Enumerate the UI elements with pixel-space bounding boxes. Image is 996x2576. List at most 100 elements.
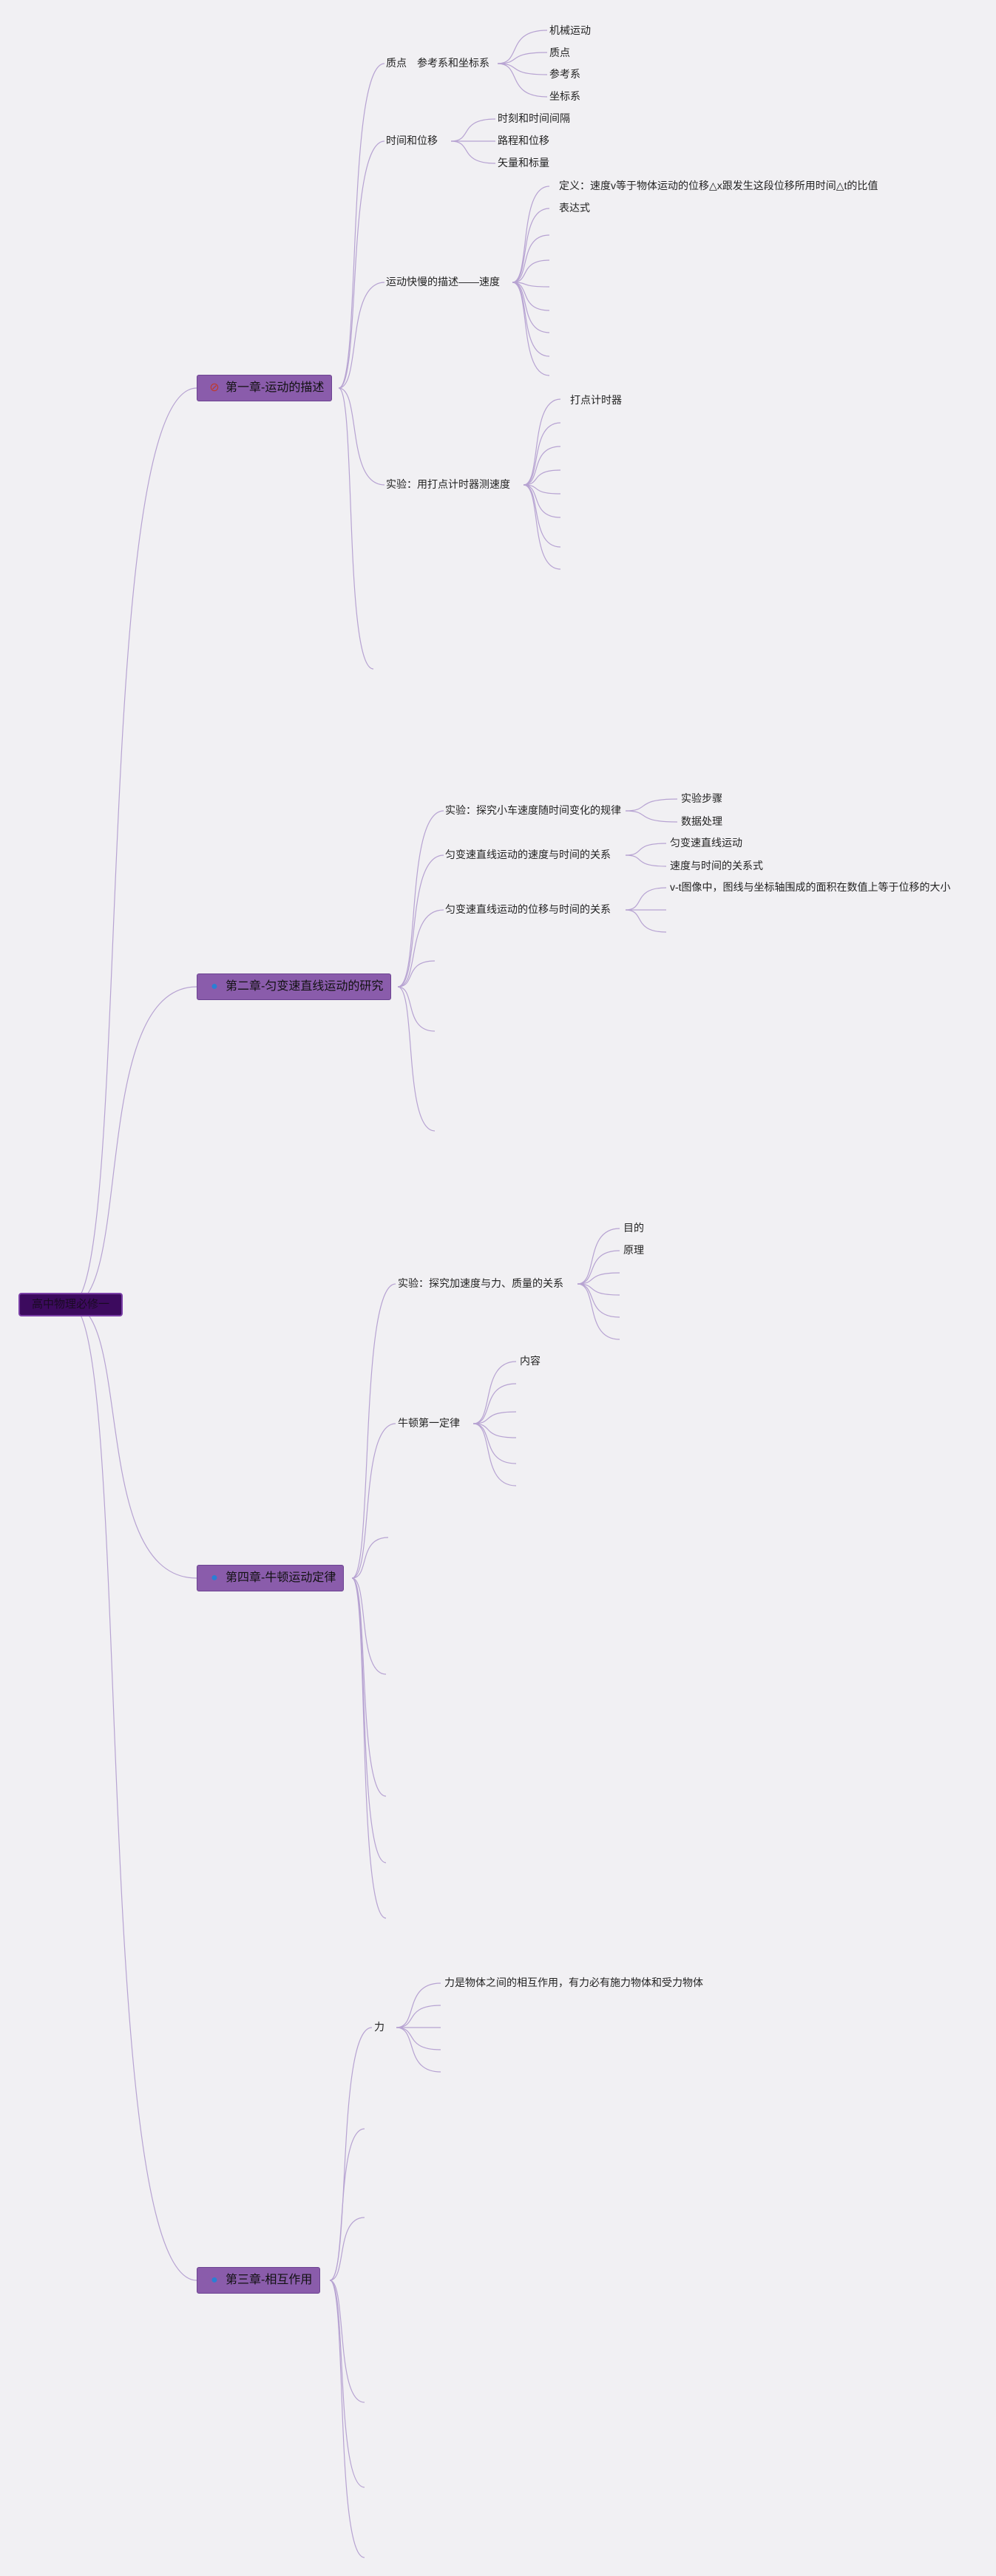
connector-line [512, 282, 550, 311]
connector-line [625, 887, 667, 911]
connector-line [70, 1304, 197, 1579]
topic-cart-experiment[interactable]: 实验：探究小车速度随时间变化的规律 [445, 804, 621, 816]
root-node[interactable]: 高中物理必修一 [18, 1293, 123, 1316]
connector-line [512, 234, 550, 283]
globe-icon: ● [211, 2274, 218, 2286]
connector-line [577, 1283, 620, 1296]
connector-line [497, 63, 548, 75]
leaf-path-displacement[interactable]: 路程和位移 [498, 135, 549, 146]
connector-line [512, 282, 550, 288]
connector-line [338, 387, 374, 670]
connector-line [625, 909, 667, 933]
leaf-principle[interactable]: 原理 [623, 1244, 644, 1256]
leaf-force-interaction[interactable]: 力是物体之间的相互作用，有力必有施力物体和受力物体 [444, 1977, 703, 1988]
connector-line [70, 1304, 197, 2281]
connector-line [329, 2128, 365, 2281]
topic-particle-reference[interactable]: 质点 参考系和坐标系 [386, 57, 489, 69]
connector-line [397, 986, 436, 1032]
connector-line [523, 398, 561, 486]
leaf-content[interactable]: 内容 [520, 1355, 541, 1367]
leaf-velocity-definition[interactable]: 定义：速度v等于物体运动的位移△x跟发生这段位移所用时间△t的比值 [559, 180, 878, 191]
connector-line [397, 810, 444, 988]
connector-line [512, 282, 550, 376]
connector-line [577, 1283, 620, 1318]
connector-line [472, 1411, 517, 1424]
connector-line [338, 63, 385, 389]
leaf-vector-scalar[interactable]: 矢量和标量 [498, 157, 549, 169]
connector-line [396, 2027, 441, 2050]
connector-line [351, 1537, 389, 1579]
connector-line [351, 1577, 387, 1675]
chapter-4-label: 第四章-牛顿运动定律 [226, 1571, 336, 1584]
connector-line [70, 387, 197, 1305]
connector-line [472, 1423, 517, 1464]
connector-line [338, 387, 385, 486]
chapter-2-node[interactable]: ●第二章-匀变速直线运动的研究 [197, 973, 392, 1000]
connector-line [523, 446, 561, 486]
connector-line [625, 854, 667, 867]
connector-line [351, 1423, 396, 1579]
topic-force[interactable]: 力 [374, 2021, 384, 2033]
leaf-dot-timer[interactable]: 打点计时器 [570, 394, 622, 406]
connector-line [472, 1383, 517, 1424]
connector-line [512, 282, 550, 357]
leaf-experiment-steps[interactable]: 实验步骤 [681, 792, 722, 804]
connector-line [523, 484, 561, 495]
connector-line [512, 259, 550, 283]
topic-timer-experiment[interactable]: 实验：用打点计时器测速度 [386, 478, 510, 490]
connector-line [625, 798, 678, 812]
connector-line [523, 484, 561, 548]
topic-newton-first-law[interactable]: 牛顿第一定律 [398, 1417, 460, 1429]
chapter-3-label: 第三章-相互作用 [226, 2274, 313, 2286]
topic-velocity[interactable]: 运动快慢的描述——速度 [386, 276, 500, 288]
topic-velocity-time[interactable]: 匀变速直线运动的速度与时间的关系 [445, 849, 611, 860]
leaf-mechanical-motion[interactable]: 机械运动 [549, 24, 591, 36]
chapter-4-node[interactable]: ● 第四章-牛顿运动定律 [197, 1565, 345, 1591]
connector-line [512, 208, 550, 283]
connector-line [397, 854, 444, 988]
leaf-reference-frame[interactable]: 参考系 [549, 68, 580, 80]
leaf-velocity-time-formula[interactable]: 速度与时间的关系式 [670, 860, 763, 871]
leaf-coordinate-system[interactable]: 坐标系 [549, 90, 580, 102]
connector-line [351, 1283, 396, 1579]
leaf-moment-interval[interactable]: 时刻和时间间隔 [498, 112, 570, 124]
connector-line [396, 2005, 441, 2028]
connector-line [70, 986, 197, 1305]
topic-displacement-time[interactable]: 匀变速直线运动的位移与时间的关系 [445, 903, 611, 915]
chapter-1-node[interactable]: ⊘ 第一章-运动的描述 [197, 375, 333, 401]
connector-line [329, 2217, 365, 2281]
connector-line [329, 2027, 373, 2281]
leaf-uniform-accel-motion[interactable]: 匀变速直线运动 [670, 837, 742, 849]
topic-time-displacement[interactable]: 时间和位移 [386, 135, 438, 146]
connector-line [497, 30, 548, 64]
connector-line [523, 469, 561, 486]
connector-line [523, 422, 561, 486]
connector-line [396, 1982, 441, 2028]
chapter-1-label: 第一章-运动的描述 [226, 381, 325, 394]
connector-line [625, 843, 667, 856]
leaf-purpose[interactable]: 目的 [623, 1222, 644, 1234]
chapter-3-node[interactable]: ● 第三章-相互作用 [197, 2267, 321, 2294]
connector-line [397, 960, 436, 988]
leaf-particle[interactable]: 质点 [549, 47, 570, 58]
connector-line [577, 1250, 620, 1285]
connector-line [497, 63, 548, 98]
connector-line [472, 1361, 517, 1424]
connector-line [329, 2280, 365, 2403]
globe-icon: ● [211, 1571, 218, 1584]
connector-line [577, 1272, 620, 1285]
connector-line [396, 2027, 441, 2073]
connector-line [512, 186, 550, 283]
connector-line [625, 810, 678, 823]
leaf-vt-graph-area[interactable]: v-t图像中，图线与坐标轴围成的面积在数值上等于位移的大小 [670, 881, 951, 893]
chapter-2-label: 第二章-匀变速直线运动的研究 [226, 980, 384, 993]
topic-acceleration-experiment[interactable]: 实验：探究加速度与力、质量的关系 [398, 1277, 563, 1289]
leaf-data-processing[interactable]: 数据处理 [681, 815, 722, 827]
connector-line [351, 1577, 387, 1863]
connector-line [397, 986, 436, 1132]
leaf-velocity-expression[interactable]: 表达式 [559, 202, 590, 214]
connector-line [329, 2280, 365, 2558]
connector-line [523, 484, 561, 570]
no-entry-icon: ⊘ [209, 381, 220, 394]
